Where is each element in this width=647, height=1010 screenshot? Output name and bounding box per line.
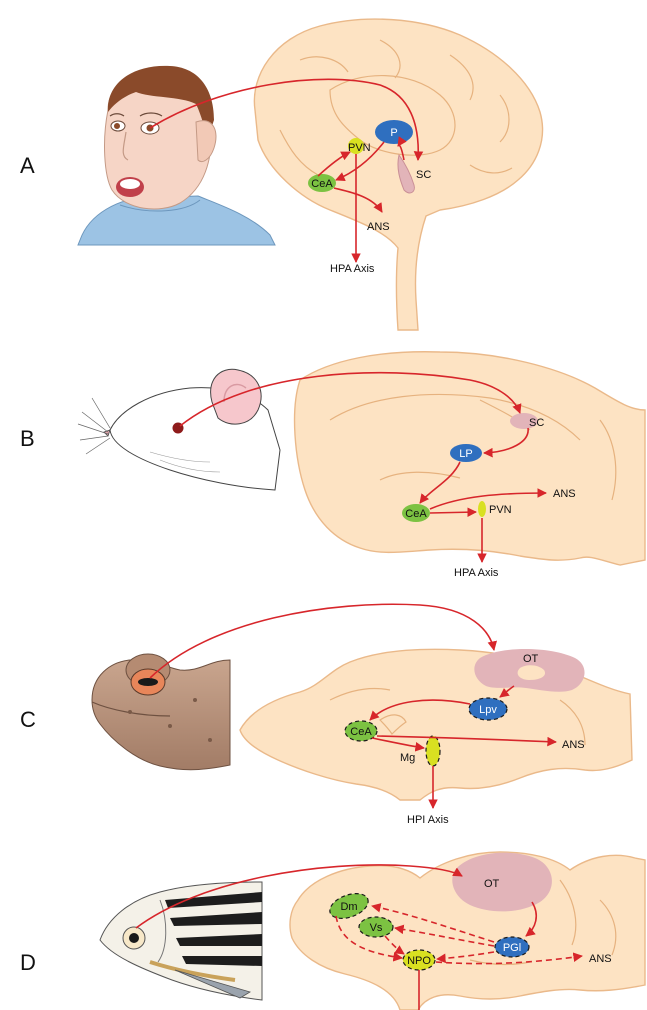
- node-npo-label: NPO: [407, 955, 431, 967]
- node-pvn-label: PVN: [489, 504, 512, 516]
- node-lp-label: LP: [459, 448, 472, 460]
- arrow-cea-to-pvn: [430, 512, 476, 513]
- panel-a: A: [20, 19, 543, 330]
- node-axis-label: HPA Axis: [330, 263, 375, 275]
- human-head-icon: [78, 66, 275, 245]
- zebrafish-head-icon: [100, 882, 262, 1000]
- node-axis-label: HPA Axis: [454, 567, 499, 579]
- panel-letter: A: [20, 153, 35, 178]
- panel-letter: D: [20, 950, 36, 975]
- node-ans-label: ANS: [367, 221, 390, 233]
- node-cea-label: CeA: [311, 178, 333, 190]
- rat-head-icon: [78, 369, 280, 490]
- node-ans-label: ANS: [562, 739, 585, 751]
- panel-c: C OT Lpv CeA Mg ANS H: [20, 604, 632, 826]
- node-cea-label: CeA: [405, 508, 427, 520]
- node-sc-label: SC: [529, 417, 544, 429]
- node-ans-label: ANS: [589, 953, 612, 965]
- node-dm-label: Dm: [340, 901, 357, 913]
- zebrafish-brain: [290, 852, 645, 1010]
- node-pgi-label: PGl: [503, 942, 521, 954]
- node-sc-label: SC: [416, 169, 431, 181]
- node-lpv-label: Lpv: [479, 704, 497, 716]
- node-ot-label: OT: [523, 653, 539, 665]
- node-p-label: P: [390, 127, 397, 139]
- node-ot-label: OT: [484, 878, 500, 890]
- node-mg-label: Mg: [400, 752, 415, 764]
- panel-b: B SC LP CeA: [20, 352, 645, 579]
- node-cea-label: CeA: [350, 726, 372, 738]
- node-ans-label: ANS: [553, 488, 576, 500]
- node-axis-label: HPI Axis: [407, 814, 449, 826]
- node-mg: [426, 736, 440, 766]
- node-pvn-label: PVN: [348, 142, 371, 154]
- toad-head-icon: [92, 654, 230, 770]
- optic-tectum-shape: [452, 853, 552, 912]
- human-brain: [254, 19, 542, 330]
- panel-letter: B: [20, 426, 35, 451]
- panel-letter: C: [20, 707, 36, 732]
- toad-brain: [240, 649, 632, 800]
- panel-d: D OT Dm Vs PGl: [20, 852, 645, 1010]
- node-vs-label: Vs: [370, 922, 383, 934]
- node-pvn: [478, 501, 486, 517]
